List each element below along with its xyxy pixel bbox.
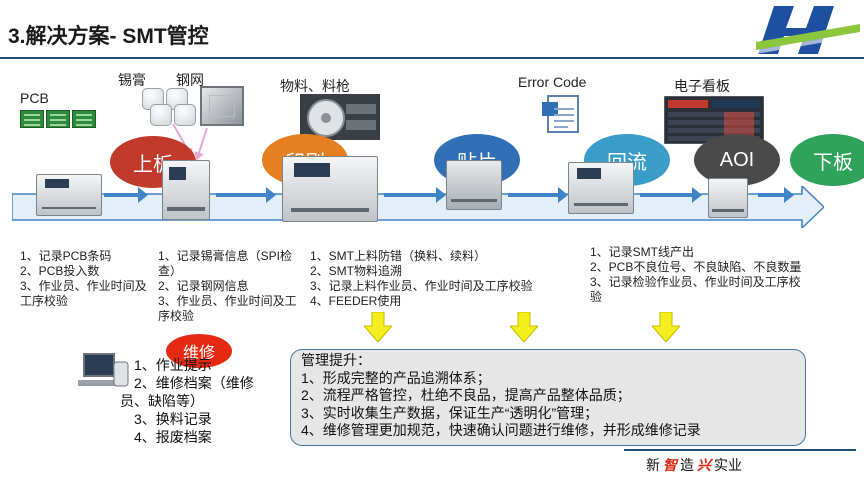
feeder-materials-label: 物料、料枪 [280,78,350,94]
error-code-document-icon [542,95,579,133]
repair-workstation-icon [78,353,129,387]
page-title: 3.解决方案- SMT管控 [8,25,209,48]
step-arrow-icon [508,187,568,203]
reflow-oven-image [568,162,634,214]
loader-machine-image [36,174,102,216]
step-arrow-icon [640,187,702,203]
management-item: 4、维修管理更加规范，快速确认问题进行维修，并形成维修记录 [301,422,701,438]
inspection-description: 1、记录SMT线产出 2、PCB不良位号、不良缺陷、不良数量 3、记录检验作业员… [590,245,802,304]
company-slogan: 新 智 造 兴 实业 [646,457,742,473]
repair-badge: 维修 [166,334,232,368]
pcb-label: PCB [20,90,49,106]
management-item: 2、流程严格管控，杜绝不良品，提高产品整体品质； [301,387,631,403]
step-arrow-icon [216,187,276,203]
placement-description: 1、SMT上料防错（换料、续料） 2、SMT物料追溯 3、记录上料作业员、作业时… [310,249,533,308]
stencil-image [200,86,244,126]
title-divider [0,57,864,59]
stage-aoi: AOI [694,134,780,186]
solder-paste-label: 锡膏 [118,72,146,88]
kanban-label: 电子看板 [674,78,730,94]
repair-list: 1、作业提示 2、维修档案（维修 员、缺陷等） 3、换料记录 4、报废档案 [120,357,254,445]
management-item: 3、实时收集生产数据，保证生产“透明化”管理； [301,404,599,421]
stencil-label: 钢网 [176,72,204,88]
step-arrow-icon [758,187,794,203]
down-arrow-icon [510,312,538,342]
down-arrow-icon [652,312,680,342]
loading-description: 1、记录PCB条码 2、PCB投入数 3、作业员、作业时间及 工序校验 [20,249,147,308]
management-improvement-panel: 管理提升： 1、形成完整的产品追溯体系； 2、流程严格管控，杜绝不良品，提高产品… [290,349,806,446]
error-code-label: Error Code [518,74,587,90]
printing-description: 1、记录锡膏信息（SPI检 查） 2、记录钢网信息 3、作业员、作业时间及工 序… [158,249,297,323]
step-arrow-icon [104,187,148,203]
unloader-machine-image [708,178,748,218]
stencil-flow-arrow-icon [197,127,208,155]
footer-divider [624,449,856,451]
step-arrow-icon [384,187,446,203]
down-arrow-icon [364,312,392,342]
printer-machine-image [162,160,210,220]
company-logo-icon [756,6,860,54]
mounter-machine-image [282,156,378,222]
management-title: 管理提升： [301,352,371,368]
stage-unloading: 下板 [790,134,864,186]
conveyor-machine-image [446,160,502,210]
management-item: 1、形成完整的产品追溯体系； [301,369,491,386]
feeder-reel-image [300,94,380,140]
